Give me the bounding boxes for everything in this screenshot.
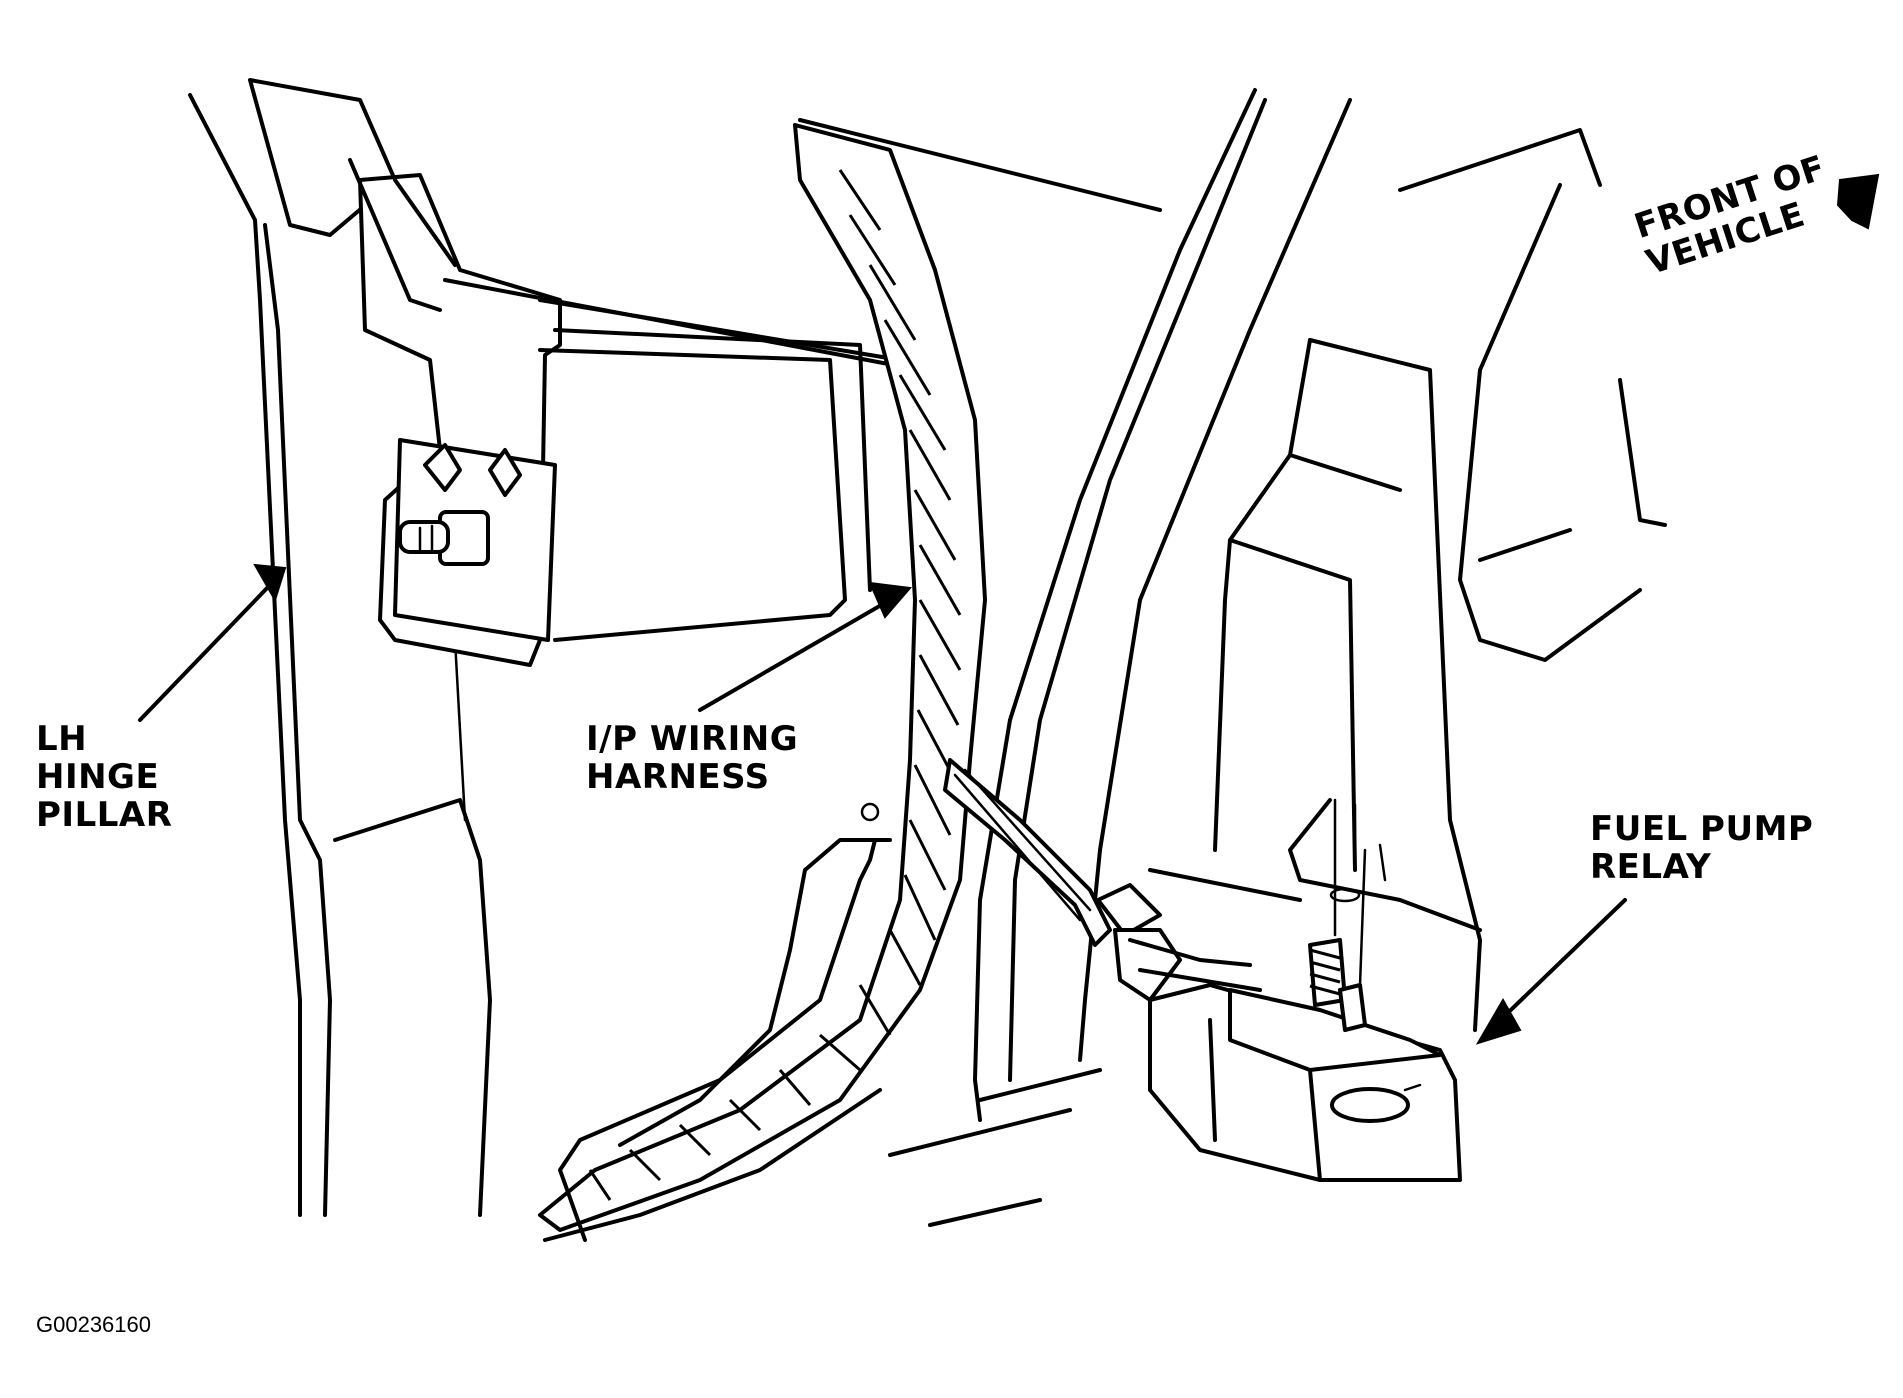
figure-id: G00236160 — [36, 1312, 151, 1337]
arrow-lh-hinge-pillar — [138, 563, 287, 722]
body-panel-lines — [888, 88, 1352, 1227]
lh-hinge-pillar-label: LH HINGE PILLAR — [36, 719, 173, 835]
ip-wiring-harness — [538, 123, 987, 1242]
door-opening — [538, 118, 1162, 642]
fuel-pump-relay — [1148, 798, 1462, 1182]
relay-mounting-bracket — [1148, 128, 1667, 1032]
harness-connector — [943, 758, 1262, 1002]
arrow-fuel-pump-relay — [1475, 898, 1627, 1045]
bolt-plate — [393, 438, 557, 642]
fuel-pump-relay-label: FUEL PUMP RELAY — [1590, 809, 1814, 887]
lh-hinge-pillar — [188, 93, 492, 1217]
ip-wiring-harness-label: I/P WIRING HARNESS — [586, 719, 799, 797]
front-of-vehicle-arrow-icon — [1836, 173, 1880, 230]
arrow-ip-wiring-harness — [698, 581, 912, 712]
